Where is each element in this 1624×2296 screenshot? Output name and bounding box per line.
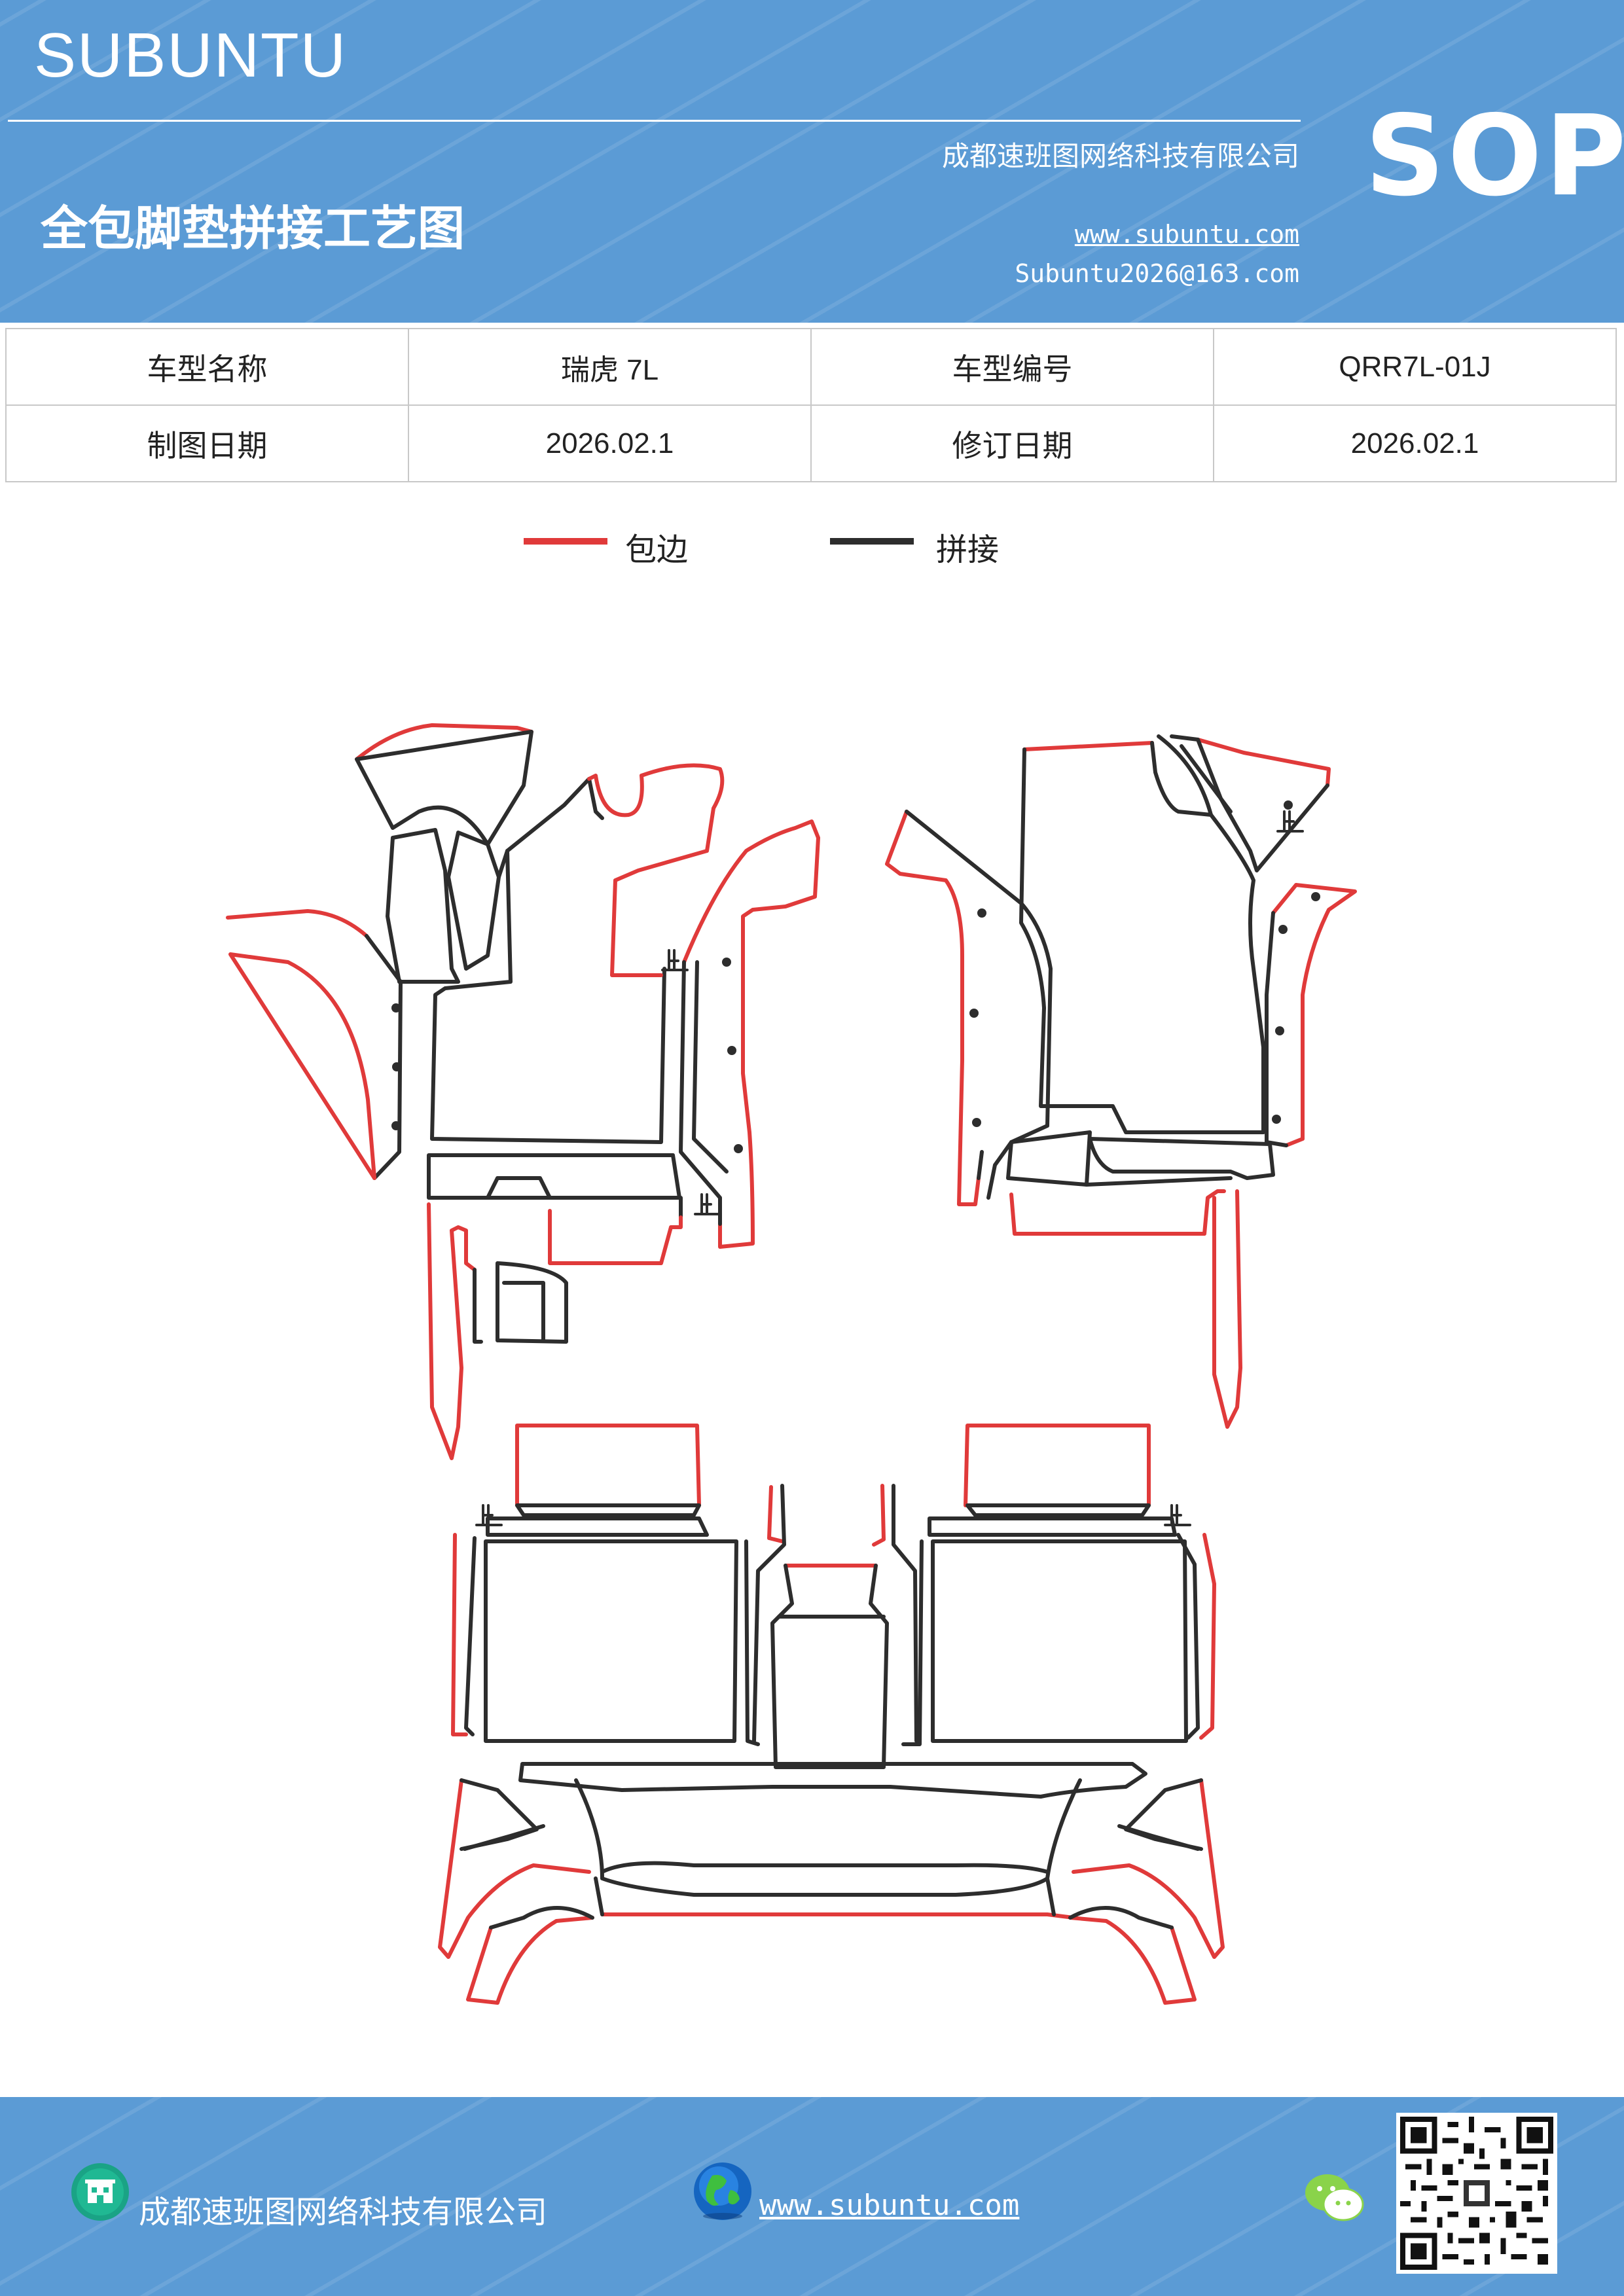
revise-date-value: 2026.02.1 [1213, 404, 1617, 482]
up-direction-marks [475, 810, 1304, 1526]
legend-splice-label: 拼接 [936, 531, 1000, 568]
rear-mat-group [438, 1424, 1225, 2005]
building-icon [71, 2163, 129, 2221]
revise-date-label: 修订日期 [810, 404, 1214, 482]
website-link[interactable]: www.subuntu.com [1074, 220, 1299, 249]
legend: 包边 拼接 [524, 524, 1309, 576]
qr-code [1396, 2113, 1557, 2274]
document-title: 全包脚垫拼接工艺图 [41, 201, 465, 256]
legend-edge-swatch [524, 538, 607, 545]
model-code-value: QRR7L-01J [1213, 328, 1617, 406]
legend-edge-label: 包边 [625, 531, 689, 568]
table-row: 车型名称 瑞虎 7L 车型编号 QRR7L-01J [5, 328, 1617, 406]
model-name-value: 瑞虎 7L [408, 328, 812, 406]
front-left-mat-group [226, 723, 820, 1460]
brand-name: SUBUNTU [34, 20, 348, 90]
header-watermark [0, 0, 1624, 323]
header-divider [8, 120, 1301, 122]
globe-icon [694, 2162, 751, 2220]
model-code-label: 车型编号 [810, 328, 1214, 406]
page-header: SUBUNTU 成都速班图网络科技有限公司 全包脚垫拼接工艺图 www.subu… [0, 0, 1624, 323]
legend-splice-swatch [830, 538, 914, 545]
footer-website-link[interactable]: www.subuntu.com [759, 2189, 1020, 2222]
footer-company-name: 成都速班图网络科技有限公司 [139, 2194, 548, 2231]
sop-badge: SOP [1365, 92, 1624, 221]
draw-date-value: 2026.02.1 [408, 404, 812, 482]
company-name: 成都速班图网络科技有限公司 [941, 140, 1299, 172]
front-right-mat-group [885, 734, 1357, 1429]
draw-date-label: 制图日期 [5, 404, 409, 482]
table-row: 制图日期 2026.02.1 修订日期 2026.02.1 [5, 404, 1617, 482]
vehicle-info-table: 车型名称 瑞虎 7L 车型编号 QRR7L-01J 制图日期 2026.02.1… [5, 328, 1617, 482]
email-address: Subuntu2026@163.com [1015, 259, 1299, 288]
model-name-label: 车型名称 [5, 328, 409, 406]
wechat-icon[interactable] [1304, 2170, 1364, 2225]
page-footer: 成都速班图网络科技有限公司 www.subuntu.com [0, 2097, 1624, 2296]
